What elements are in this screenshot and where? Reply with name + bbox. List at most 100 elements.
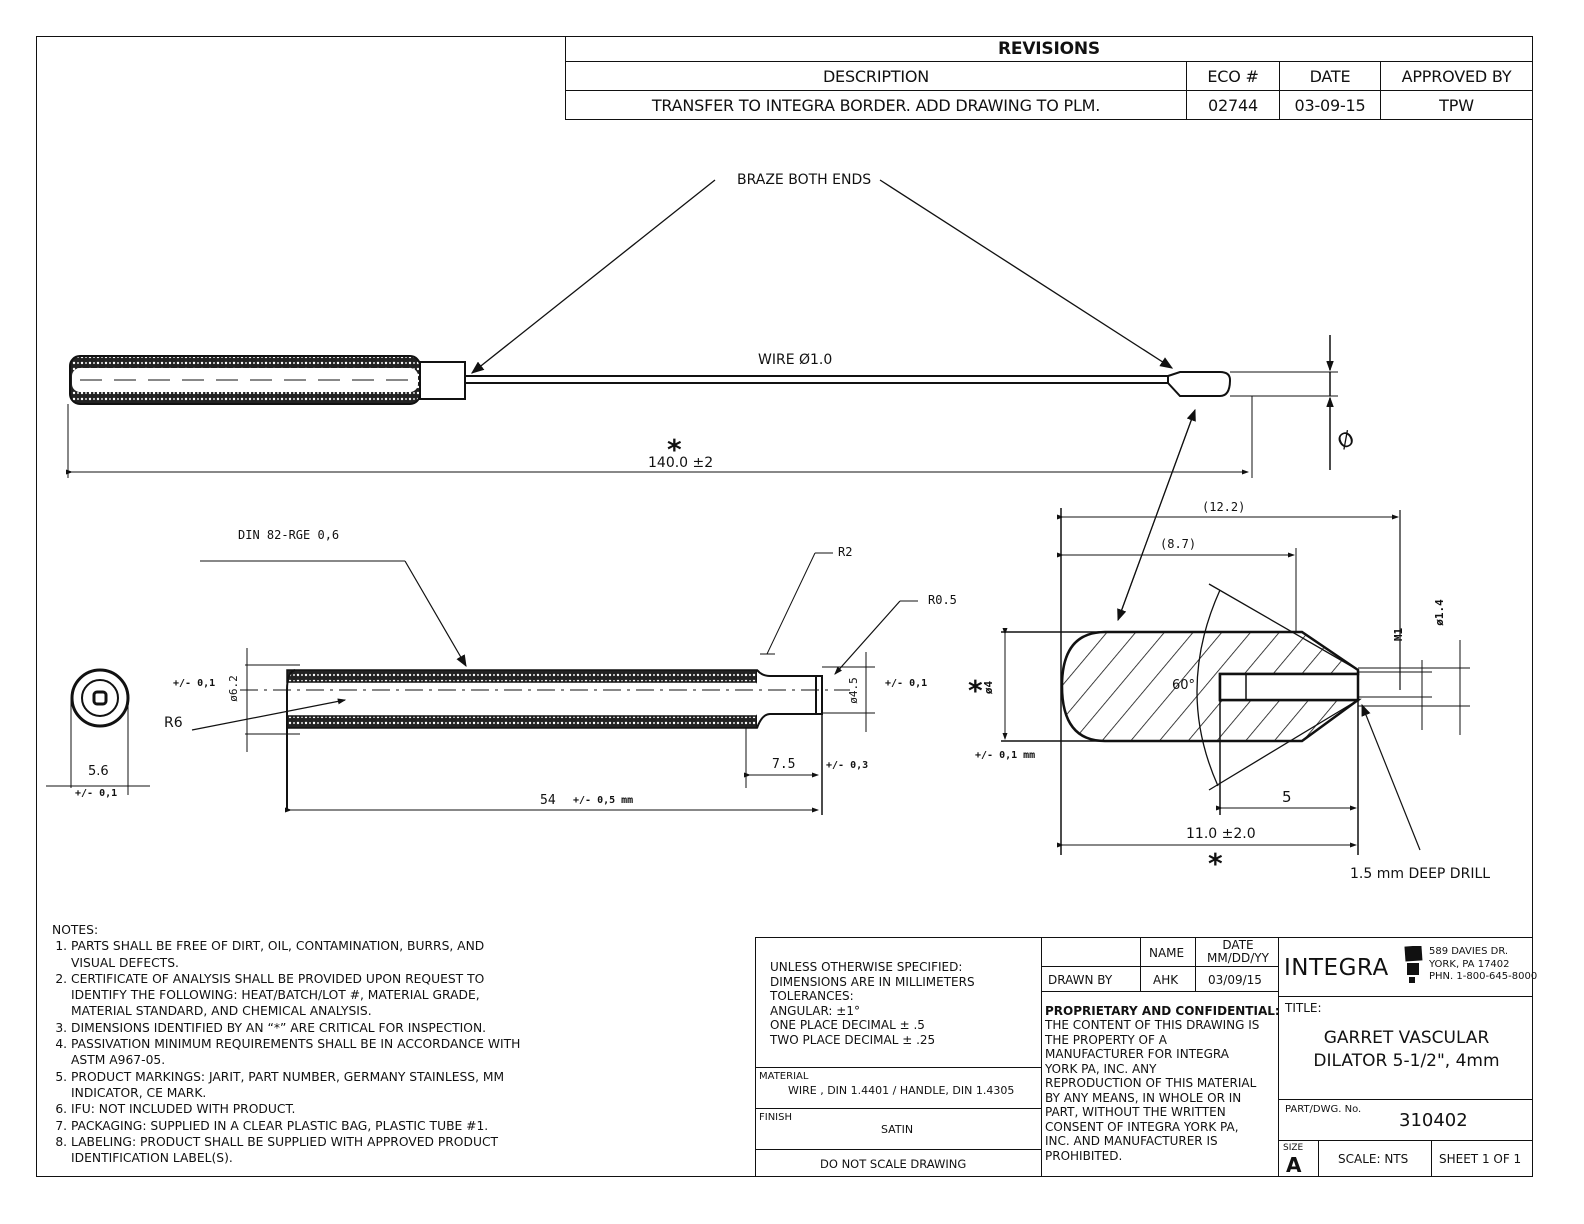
note-item: PASSIVATION MINIMUM REQUIREMENTS SHALL B… xyxy=(71,1036,532,1069)
end-view-tol: +/- 0,1 xyxy=(75,788,118,799)
drawn-by-name-cell: AHK xyxy=(1140,966,1196,992)
title-box: TITLE: GARRET VASCULAR DILATOR 5-1/2", 4… xyxy=(1278,996,1533,1100)
proprietary-line: THE PROPERTY OF A xyxy=(1045,1032,1167,1047)
dilator-tip xyxy=(1167,371,1232,397)
tip-dia: ø4 xyxy=(982,680,996,695)
radius-r6: R6 xyxy=(164,715,183,731)
material-box: MATERIAL WIRE , DIN 1.4401 / HANDLE, DIN… xyxy=(755,1067,1042,1109)
note-item: LABELING: PRODUCT SHALL BE SUPPLIED WITH… xyxy=(71,1134,532,1167)
proprietary-line: PROHIBITED. xyxy=(1045,1148,1123,1163)
name-header-cell: NAME xyxy=(1140,937,1196,967)
proprietary-text: THE CONTENT OF THIS DRAWING IS THE PROPE… xyxy=(1045,1018,1259,1163)
radius-r2: R2 xyxy=(838,545,853,559)
tolerance-line: ONE PLACE DECIMAL ± .5 xyxy=(770,1018,925,1032)
scale-box: SCALE: NTS xyxy=(1318,1140,1432,1177)
do-not-scale: DO NOT SCALE DRAWING xyxy=(820,1157,967,1171)
neck-dia-tol: +/- 0,1 xyxy=(885,678,928,689)
company-address: 589 DAVIES DR. YORK, PA 17402 PHN. 1-800… xyxy=(1429,946,1537,984)
sheet-value: SHEET 1 OF 1 xyxy=(1439,1152,1522,1166)
handle-dia: ø6.2 xyxy=(226,675,240,702)
drawn-by-cell: DRAWN BY xyxy=(1041,966,1141,992)
thread-spec: M1 xyxy=(1392,627,1406,642)
tolerances-text: UNLESS OTHERWISE SPECIFIED: DIMENSIONS A… xyxy=(770,960,975,1047)
note-item: PRODUCT MARKINGS: JARIT, PART NUMBER, GE… xyxy=(71,1069,532,1102)
material-label: MATERIAL xyxy=(759,1071,809,1082)
proprietary-line: PART, WITHOUT THE WRITTEN xyxy=(1045,1105,1226,1119)
title-line: GARRET VASCULAR xyxy=(1323,1028,1490,1048)
knurl-spec: DIN 82-RGE 0,6 xyxy=(238,528,340,542)
tip-section-view xyxy=(1001,508,1470,855)
tolerance-line: UNLESS OTHERWISE SPECIFIED: xyxy=(770,960,963,974)
drawn-by-name: AHK xyxy=(1153,973,1179,987)
handle-dia-tol: +/- 0,1 xyxy=(173,678,216,689)
proprietary-line: BY ANY MEANS, IN WHOLE OR IN xyxy=(1045,1090,1242,1105)
radius-r05: R0.5 xyxy=(928,593,957,607)
tip-length-dim: 11.0 ±2.0 xyxy=(1186,826,1256,842)
notes-heading: NOTES: xyxy=(52,923,99,937)
wire-label: WIRE Ø1.0 xyxy=(758,352,833,368)
company-logo-text: INTEGRA xyxy=(1284,955,1389,981)
revision-row: TRANSFER TO INTEGRA BORDER. ADD DRAWING … xyxy=(565,90,1533,120)
address-line: YORK, PA 17402 xyxy=(1429,958,1510,970)
notes-section: NOTES: PARTS SHALL BE FREE OF DIRT, OIL,… xyxy=(52,922,532,1166)
critical-mark: * xyxy=(667,433,682,466)
proprietary-line: REPRODUCTION OF THIS MATERIAL xyxy=(1045,1076,1257,1090)
tip-angle: 60° xyxy=(1172,678,1196,693)
title-label: TITLE: xyxy=(1285,1001,1322,1015)
date-header: DATE MM/DD/YY xyxy=(1207,938,1269,965)
material-value: WIRE , DIN 1.4401 / HANDLE, DIN 1.4305 xyxy=(788,1084,1015,1097)
handle-detail-view xyxy=(191,552,918,815)
tolerance-line: ANGULAR: ±1° xyxy=(770,1003,860,1018)
drawn-by-date-cell: 03/09/15 xyxy=(1195,966,1279,992)
drill-note: 1.5 mm DEEP DRILL xyxy=(1350,866,1491,882)
proprietary-line: MANUFACTURER FOR INTEGRA xyxy=(1045,1047,1229,1061)
title-line: DILATOR 5-1/2", 4mm xyxy=(1313,1051,1500,1071)
name-header: NAME xyxy=(1149,946,1185,960)
address-line: PHN. 1-800-645-8000 xyxy=(1429,971,1538,982)
handle-length-tol: +/- 0,5 mm xyxy=(573,795,634,806)
note-item: DIMENSIONS IDENTIFIED BY AN “*” ARE CRIT… xyxy=(71,1020,532,1036)
drawing-title: GARRET VASCULAR DILATOR 5-1/2", 4mm xyxy=(1279,1027,1534,1073)
proprietary-box: PROPRIETARY AND CONFIDENTIAL: THE CONTEN… xyxy=(1041,991,1280,1177)
handle-length: 54 xyxy=(540,793,556,808)
tolerance-line: DIMENSIONS ARE IN MILLIMETERS xyxy=(770,974,975,989)
handle-neck xyxy=(419,361,466,400)
tip-length-critical: * xyxy=(1208,847,1223,880)
tip-critical-mark: * xyxy=(968,674,983,707)
proprietary-line: YORK PA, INC. ANY xyxy=(1045,1061,1157,1076)
part-number: 310402 xyxy=(1399,1110,1468,1131)
size-box: SIZE A xyxy=(1278,1140,1319,1177)
drill-depth: 5 xyxy=(1282,788,1292,806)
finish-value: SATIN xyxy=(881,1123,914,1136)
bore-dia: ø1.4 xyxy=(1432,599,1446,626)
tolerances-box: UNLESS OTHERWISE SPECIFIED: DIMENSIONS A… xyxy=(755,937,1042,1068)
end-view xyxy=(46,668,150,795)
proprietary-line: INC. AND MANUFACTURER IS xyxy=(1045,1134,1218,1148)
rev-header-description: DESCRIPTION xyxy=(565,61,1187,91)
rev-approved: TPW xyxy=(1380,90,1533,120)
neck-length-tol: +/- 0,3 xyxy=(826,760,869,771)
proprietary-heading: PROPRIETARY AND CONFIDENTIAL: xyxy=(1045,1004,1280,1018)
notes-list: PARTS SHALL BE FREE OF DIRT, OIL, CONTAM… xyxy=(52,938,532,1166)
do-not-scale-box: DO NOT SCALE DRAWING xyxy=(755,1149,1042,1177)
tolerance-line: TOLERANCES: xyxy=(770,989,854,1003)
finish-box: FINISH SATIN xyxy=(755,1108,1042,1150)
drawn-by-label: DRAWN BY xyxy=(1048,973,1113,987)
rev-description: TRANSFER TO INTEGRA BORDER. ADD DRAWING … xyxy=(565,90,1187,120)
tip-dia-tol: +/- 0,1 mm xyxy=(975,750,1036,761)
neck-dia: ø4.5 xyxy=(846,677,860,704)
revisions-table: REVISIONS DESCRIPTION ECO # DATE APPROVE… xyxy=(565,36,1533,120)
address-line: 589 DAVIES DR. xyxy=(1429,946,1509,957)
full-view xyxy=(66,179,1338,622)
size-label: SIZE xyxy=(1283,1143,1304,1153)
note-item: PACKAGING: SUPPLIED IN A CLEAR PLASTIC B… xyxy=(71,1118,532,1134)
tip-length-12: (12.2) xyxy=(1202,500,1246,514)
note-item: IFU: NOT INCLUDED WITH PRODUCT. xyxy=(71,1101,532,1117)
note-item: PARTS SHALL BE FREE OF DIRT, OIL, CONTAM… xyxy=(71,938,532,971)
part-number-box: PART/DWG. No. 310402 xyxy=(1278,1099,1533,1141)
note-item: CERTIFICATE OF ANALYSIS SHALL BE PROVIDE… xyxy=(71,971,532,1020)
neck-length: 7.5 xyxy=(772,757,796,772)
date-header-cell: DATE MM/DD/YY xyxy=(1195,937,1279,967)
drawn-by-date: 03/09/15 xyxy=(1208,973,1262,987)
